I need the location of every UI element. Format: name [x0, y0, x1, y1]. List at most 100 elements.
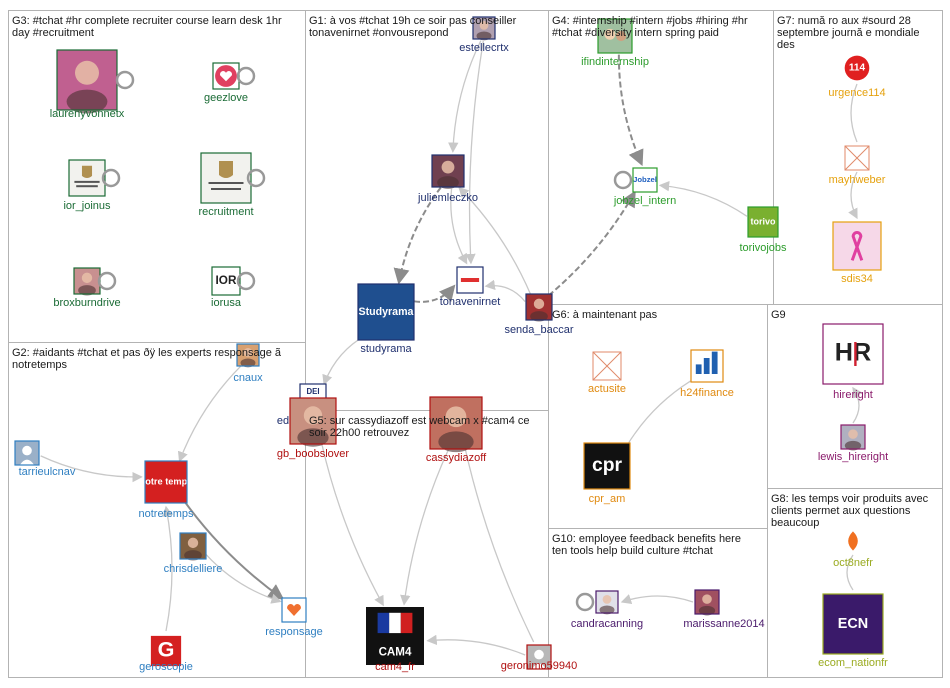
urgence-logo-text: 114 [849, 63, 866, 74]
node-marissanne2014[interactable]: marissanne2014 [683, 589, 765, 630]
edge-cassydiazoff-cam4_fr [400, 449, 449, 606]
broken-image-icon [592, 351, 622, 381]
node-estellecrtx[interactable]: estellecrtx [459, 16, 509, 54]
studyrama-logo-text: Studyrama [359, 306, 414, 318]
edge-cassydiazoff-geronimo59940 [464, 449, 535, 643]
portrait-photo-icon [179, 532, 207, 561]
node-lewis_hireright[interactable]: lewis_hireright [818, 424, 888, 463]
group-box-g3 [8, 10, 306, 343]
node-label: cam4_fr [375, 661, 415, 673]
node-label: laurenyvonnetx [50, 108, 125, 120]
node-cam4_fr[interactable]: CAM4 cam4_fr [366, 607, 424, 673]
edge-mayhweber-sdis34 [848, 171, 858, 220]
node-oct8nefr[interactable]: oct8nefr [833, 529, 873, 569]
node-label: geronimo59940 [501, 660, 577, 672]
node-ior_joinus[interactable]: ior_joinus [63, 159, 121, 212]
node-tonavenirnet[interactable]: tonavenirnet [440, 266, 501, 308]
node-sdis34[interactable]: sdis34 [832, 221, 882, 285]
portrait-photo-icon [56, 49, 118, 114]
jobzel-logo-icon: Jobzel [632, 167, 658, 193]
portrait-photo-icon [525, 293, 553, 322]
cpr-logo-icon: cpr [583, 442, 631, 490]
node-laurenyvonnetx[interactable]: laurenyvonnetx [50, 49, 135, 120]
group-title-g3: G3: #tchat #hr complete recruiter course… [12, 15, 282, 39]
edge-senda_baccar-juliemleczko [458, 186, 532, 295]
edge-juliemleczko-studyrama [393, 186, 442, 285]
emergency-logo-icon: 114 [843, 54, 871, 82]
group-box-g6 [548, 304, 768, 529]
node-label: urgence114 [828, 87, 885, 99]
node-mayhweber[interactable]: mayhweber [829, 145, 886, 186]
self-loop-icon [115, 70, 135, 90]
node-chrisdelliere[interactable]: chrisdelliere [164, 532, 223, 575]
node-recruitment[interactable]: recruitment [198, 152, 266, 218]
finance-logo-icon [690, 349, 724, 383]
node-label: iorusa [211, 297, 242, 309]
node-geronimo59940[interactable]: geronimo59940 [501, 644, 577, 672]
node-urgence114[interactable]: 114 urgence114 [828, 54, 886, 99]
edge-senda_baccar-tonavenirnet [484, 279, 526, 302]
edge-notretemps-responsage [181, 497, 285, 600]
cam4-logo-text: CAM4 [379, 645, 412, 658]
node-juliemleczko[interactable]: juliemleczko [417, 154, 478, 204]
node-label: oct8nefr [833, 557, 873, 569]
self-loop-icon [236, 271, 256, 291]
flame-logo-icon [841, 529, 865, 553]
node-responsage[interactable]: responsage [265, 597, 323, 638]
edge-oct8nefr-ecom_nationfr [846, 554, 854, 591]
edge-studyrama-tonavenirnet [413, 284, 456, 303]
self-loop-icon [236, 66, 256, 86]
node-label: juliemleczko [417, 192, 478, 204]
node-senda_baccar[interactable]: senda_baccar [504, 293, 574, 336]
node-label: jobzel_intern [613, 195, 676, 207]
node-label: geezlove [204, 92, 248, 104]
edge-marissanne2014-candracanning [620, 594, 694, 605]
cpr-logo-text: cpr [592, 455, 623, 476]
node-label: lewis_hireright [818, 451, 888, 463]
node-label: geroscopie [139, 661, 193, 673]
node-cassydiazoff[interactable]: cassydiazoff [426, 396, 487, 464]
edge-cnaux-notretemps [177, 365, 242, 463]
node-jobzel_intern[interactable]: Jobzel jobzel_intern [613, 167, 676, 207]
group-box-g10 [548, 528, 768, 678]
studyrama-logo-icon: Studyrama [357, 283, 415, 341]
portrait-photo-icon [431, 154, 465, 189]
responsage-logo-icon [281, 597, 307, 623]
node-label: tonavenirnet [440, 296, 501, 308]
node-candracanning[interactable]: candracanning [571, 590, 643, 630]
node-label: actusite [588, 383, 626, 395]
node-label: sdis34 [841, 273, 873, 285]
node-label: torivojobs [739, 242, 787, 254]
portrait-photo-icon [840, 424, 866, 451]
edge-h24finance-cpr_am [625, 378, 695, 448]
node-cnaux[interactable]: cnaux [233, 343, 263, 384]
cam4-logo-icon: CAM4 [366, 607, 424, 665]
node-label: cassydiazoff [426, 452, 487, 464]
broken-image-icon [844, 145, 870, 171]
node-actusite[interactable]: actusite [588, 351, 626, 395]
magazine-logo-icon: notre temps [140, 460, 193, 504]
edge-torivojobs-jobzel_intern [658, 180, 748, 217]
notretemps-logo-text: notre temps [140, 476, 193, 486]
node-tarrieulcnav[interactable]: tarrieulcnav [14, 440, 76, 478]
node-geezlove[interactable]: geezlove [204, 62, 256, 104]
node-ifindinternship[interactable]: ifindinternship [581, 18, 649, 68]
ior-logo-icon: IOR [211, 266, 241, 296]
self-loop-icon [613, 170, 633, 190]
node-label: mayhweber [829, 174, 886, 186]
node-broxburndrive[interactable]: broxburndrive [53, 267, 121, 309]
node-label: responsage [265, 626, 323, 638]
node-gb_boobslover[interactable]: gb_boobslover [277, 397, 350, 460]
node-h24finance[interactable]: h24finance [680, 349, 734, 399]
portrait-photo-icon [595, 590, 619, 615]
ed-logo-text: DEI [307, 387, 320, 396]
self-loop-icon [575, 592, 595, 612]
